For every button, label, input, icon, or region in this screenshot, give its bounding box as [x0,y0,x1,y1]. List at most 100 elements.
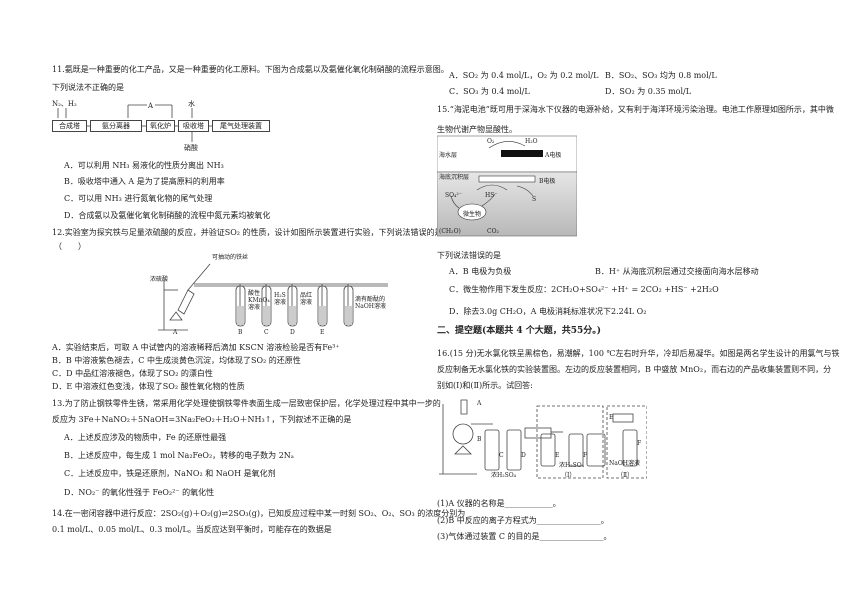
q11-stem-1: 11.氨既是一种重要的化工产品，又是一种重要的化工原料。下图为合成氨以及氨催化氧… [52,65,449,74]
q12-stem-2: （ ） [54,242,86,251]
label-microbe: 微生物 [463,211,482,218]
fig16-naoh: NaOH溶液 [609,460,640,467]
q15-stem-1: 15.“海泥电池”既可用于深海水下仪器的电源补给，又有利于海洋环境污染治理。电池… [437,105,834,114]
label-conc-acid: 浓硫酸 [150,276,169,283]
label-a-electrode: A电极 [545,152,562,159]
label-s: S [532,196,537,203]
q13-option-c: C．上述反应中，铁是还原剂，NaNO₂ 和 NaOH 是氧化剂 [64,469,276,478]
label-naoh-line2: NaOH溶液 [355,303,386,310]
label-b: B [238,329,243,336]
fig16-label-ii: （Ⅱ） [617,472,634,479]
fig16-label-f1: F [583,452,588,459]
q14-option-b: B．SO₂、SO₃ 均为 0.8 mol/L [605,71,717,80]
fig16-conc-h2so4: 浓H₂SO₄ [491,472,517,479]
q16-sub-1: (1)A 仪器的名称是____________。 [437,499,561,508]
q16-stem-3: 别如(Ⅰ)和(Ⅱ)所示。试回答: [437,381,533,390]
flow-box-oxidizer: 氧化炉 [146,120,175,132]
label-movable-wire: 可抽动的铁丝 [212,254,249,261]
q12-option-a: A．实验结束后，可取 A 中试管内的溶液稀释后滴加 KSCN 溶液检验是否有Fe… [52,343,340,352]
flow-arrows [57,104,212,142]
q16-sub-2: (2)B 中反应的离子方程式为________________。 [437,516,609,525]
fig16-label-i: （Ⅰ） [561,472,576,479]
label-ch2o: (CH₂O) [439,228,461,235]
apparatus-drawing [158,263,388,331]
fig16-label-e1: E [555,452,560,459]
label-pinred-line1: 品红 [300,292,313,299]
q14-stem-2: 0.1 mol/L、0.05 mol/L、0.3 mol/L。当反应达到平衡时，… [52,525,332,534]
label-sediment: 海底沉积层 [439,174,470,181]
label-hs: HS⁻ [485,192,498,199]
q13-option-b: B．上述反应中，每生成 1 mol Na₂FeO₂，转移的电子数为 2Nₐ [64,451,294,460]
iron-sulfuric-acid-apparatus: 可抽动的铁丝 浓硫酸 酸性 KMnO₄ 溶液 H₂S 溶液 品红 溶液 滴有酚酞… [148,250,388,336]
flow-box-synthesis: 合成塔 [52,120,87,132]
flow-inputs: N₂、H₂ [52,100,77,108]
q12-option-d: D．E 中溶液红色变浅，体现了SO₂ 酸性氧化物的性质 [52,382,245,391]
flow-box-absorber: 吸收塔 [178,120,209,132]
q16-stem-2: 反应制备无水氯化铁的实验装置图。左边的反应装置相同，B 中盛放 MnO₂，而右边… [437,365,832,374]
label-sea-layer: 海水层 [439,152,458,159]
q15-stem-2: 生物代谢产物显酸性。 [437,125,517,134]
q11-stem-2: 下列说法不正确的是 [52,83,124,92]
flow-product: 硝酸 [184,144,198,152]
q13-option-d: D．NO₂⁻ 的氧化性强于 FeO₂²⁻ 的氧化性 [64,488,215,497]
label-d: D [290,329,295,336]
ammonia-flow-diagram: N₂、H₂ A 水 合成塔 氨分离器 氧化炉 吸收塔 尾气处理装置 硝酸 [52,98,352,156]
q15-option-b: B．H⁺ 从海底沉积层通过交接面向海水层移动 [595,267,759,276]
flow-box-tail-gas: 尾气处理装置 [212,120,270,132]
flow-box-separator: 氨分离器 [90,120,142,132]
section-fill-in: 二、提空题(本题共 4 个大题，共55分。) [437,326,602,336]
label-h2s-line2: 溶液 [274,299,287,306]
q13-option-a: A．上述反应涉及的物质中，Fe 的还原性最强 [64,433,227,442]
q15-option-c: C．微生物作用下发生反应：2CH₂O+SO₄²⁻ +H⁺ = 2CO₂ +HS⁻… [449,285,719,294]
fig16-label-e2: E [609,414,614,421]
label-h2s-line1: H₂S [274,292,286,299]
q11-option-b: B．吸收塔中通入 A 是为了提高原料的利用率 [64,177,225,186]
label-naoh-line1: 滴有酚酞的 [355,296,386,303]
label-so4: SO₄²⁻ [445,192,463,199]
label-o2: O₂ [487,138,495,145]
battery-drawing [437,135,577,237]
fig16-label-a: A [477,400,482,407]
label-kmno4-line1: 酸性 [248,290,261,297]
q11-option-d: D．合成氨以及氨催化氧化制硝酸的流程中氮元素均被氧化 [64,211,271,220]
label-kmno4-line3: 溶液 [248,304,261,311]
fig16-label-b: B [477,436,482,443]
fig16-label-d: D [521,452,526,459]
label-c: C [264,329,269,336]
label-pinred: 品红 溶液 [300,292,312,306]
label-a: A [173,329,178,336]
label-pinred-line2: 溶液 [300,299,313,306]
q12-option-b: B．B 中溶液紫色褪去，C 中生成淡黄色沉淀，均体现了SO₂ 的还原性 [52,356,301,365]
q14-option-c: C．SO₃ 为 0.4 mol/L [449,87,530,96]
label-b-electrode: B电极 [539,178,556,185]
flow-a-label: A [148,102,154,110]
label-h2o: H₂O [525,138,538,145]
flow-water: 水 [188,100,195,108]
fecl3-drawing [439,399,647,479]
q11-option-a: A．可以利用 NH₃ 易液化的性质分离出 NH₃ [64,161,224,170]
q15-ask: 下列说法错误的是 [437,251,501,260]
label-kmno4-line2: KMnO₄ [248,297,270,304]
fig16-conc-h2so4-b: 浓H₂SO₄ [559,462,585,469]
q13-stem-1: 13.为了防止钢铁零件生锈，常采用化学处理使钢铁零件表面生成一层致密保护层，化学… [52,399,441,408]
label-h2s: H₂S 溶液 [274,292,286,306]
q14-option-a: A．SO₂ 为 0.4 mol/L，O₂ 为 0.2 mol/L [449,71,599,80]
fig16-label-c: C [499,452,504,459]
label-co2: CO₂ [487,228,499,235]
q15-option-a: A．B 电极为负极 [449,267,512,276]
label-e: E [320,329,325,336]
q11-option-c: C．可以用 NH₃ 进行氮氧化物的尾气处理 [64,194,213,203]
q12-stem-1: 12.实验室为探究铁与足量浓硫酸的反应，并验证SO₂ 的性质，设计如图所示装置进… [52,228,443,237]
label-naoh: 滴有酚酞的 NaOH溶液 [355,296,386,310]
q14-stem-1: 14.在一密闭容器中进行反应：2SO₂(g)＋O₂(g)⇌2SO₃(g)，已知反… [52,509,466,518]
sea-mud-battery-diagram: O₂ H₂O 海水层 A电极 海底沉积层 B电极 SO₄²⁻ HS⁻ S 微生物… [437,134,577,238]
label-kmno4: 酸性 KMnO₄ 溶液 [248,290,270,311]
q16-stem-1: 16.(15 分)无水氯化铁呈黑棕色，易潮解，100 ℃左右时升华，冷却后易凝华… [437,349,840,358]
q15-option-d: D．除去3.0g CH₂O，A 电极消耗标准状况下2.24L O₂ [449,307,647,316]
fig16-label-f2: F [637,440,642,447]
ferric-chloride-apparatus: A B C D E F E F 浓H₂SO₄ 浓H₂SO₄ NaOH溶液 （Ⅰ）… [437,394,647,488]
q16-sub-3: (3)气体通过装置 C 的目的是________________。 [437,532,612,541]
q12-option-c: C．D 中品红溶液褪色，体现了SO₂ 的漂白性 [52,369,213,378]
q13-stem-2: 反应为 3Fe＋NaNO₂＋5NaOH=3Na₂FeO₂＋H₂O＋NH₃↑，下列… [52,415,352,424]
q14-option-d: D．SO₂ 为 0.35 mol/L [605,87,692,96]
